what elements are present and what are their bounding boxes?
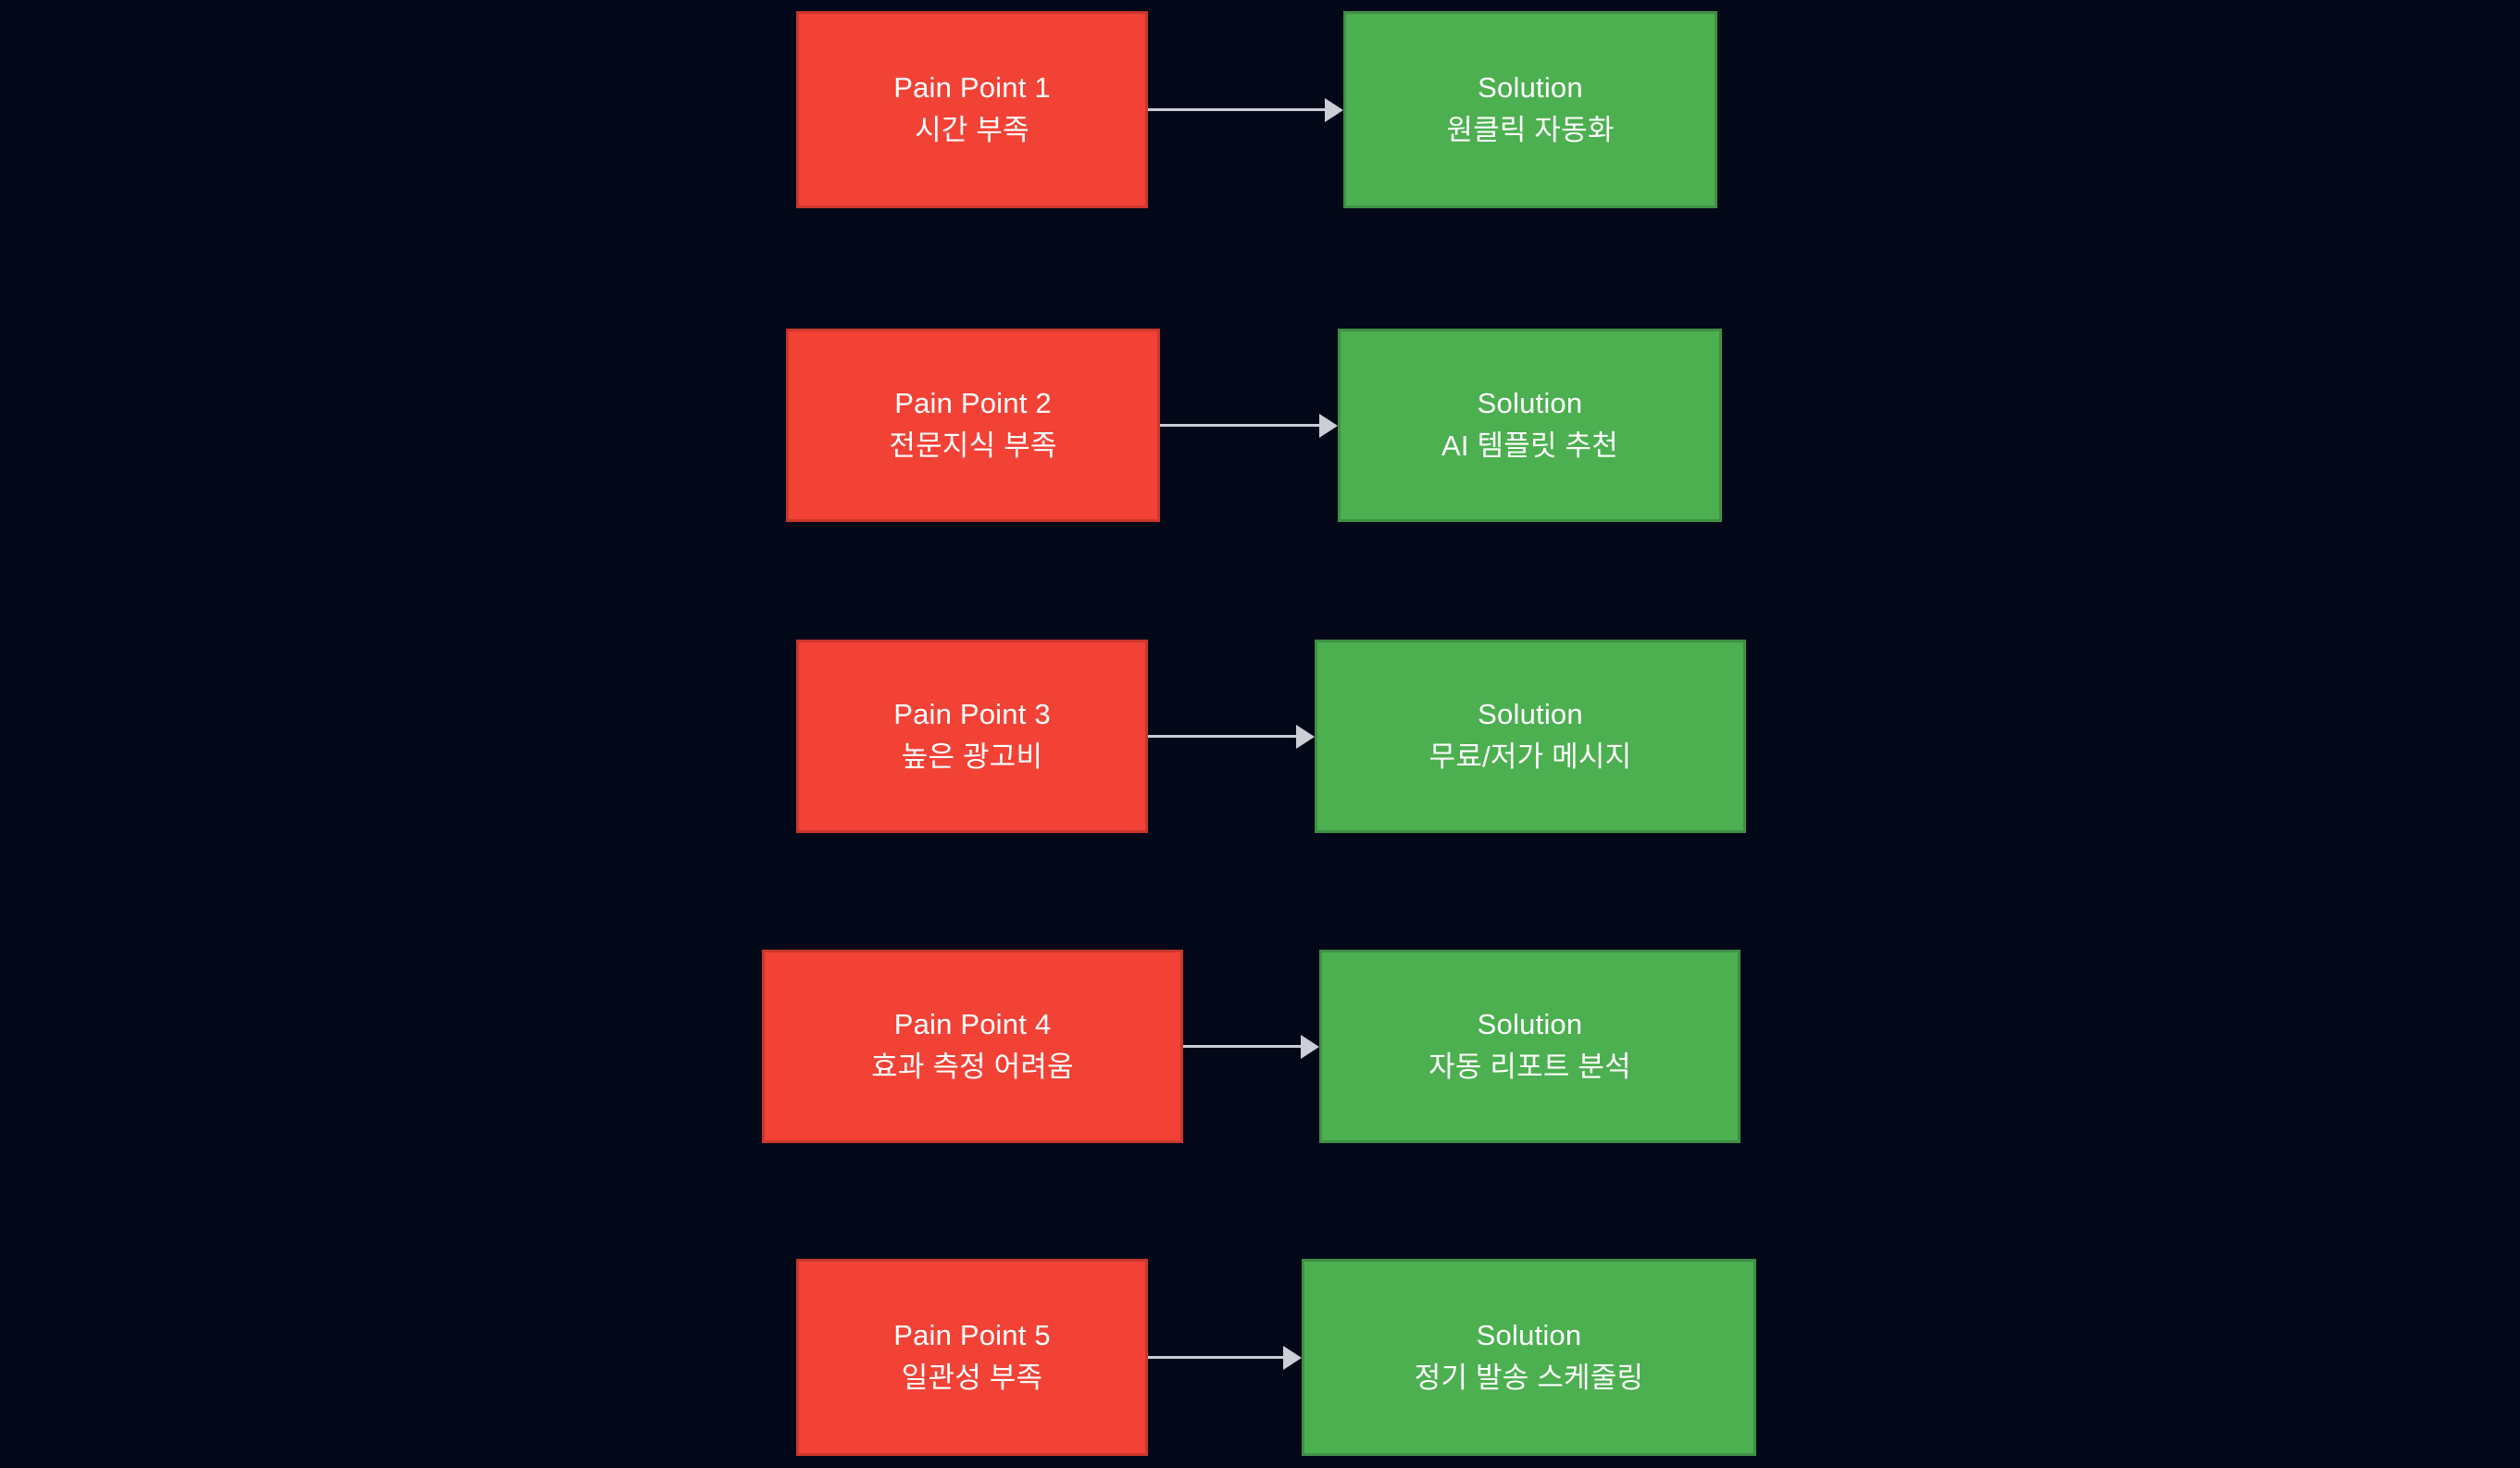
pain-point-detail: 시간 부족 bbox=[915, 114, 1029, 146]
arrow-line bbox=[1183, 1045, 1302, 1048]
pain-point-title: Pain Point 5 bbox=[893, 1319, 1051, 1352]
pain-point-detail: 효과 측정 어려움 bbox=[871, 1051, 1074, 1083]
pain-point-title: Pain Point 4 bbox=[893, 1008, 1052, 1041]
solution-title: Solution bbox=[1478, 71, 1583, 105]
flow-arrow bbox=[1183, 1028, 1319, 1065]
arrow-head-icon bbox=[1325, 97, 1343, 122]
solution-title: Solution bbox=[1477, 1008, 1583, 1041]
solution-detail: AI 템플릿 추천 bbox=[1441, 429, 1618, 462]
solution-title: Solution bbox=[1477, 387, 1583, 420]
pain-point-node[interactable]: Pain Point 2 전문지식 부족 bbox=[786, 329, 1160, 522]
solution-title: Solution bbox=[1476, 1319, 1582, 1352]
solution-title: Solution bbox=[1478, 698, 1583, 731]
pain-point-node[interactable]: Pain Point 5 일관성 부족 bbox=[796, 1259, 1148, 1456]
pain-point-detail: 높은 광고비 bbox=[901, 740, 1043, 773]
arrow-head-icon bbox=[1283, 1345, 1302, 1370]
arrow-head-icon bbox=[1296, 724, 1315, 749]
flow-arrow bbox=[1148, 1339, 1302, 1376]
solution-node[interactable]: Solution 무료/저가 메시지 bbox=[1315, 640, 1746, 833]
flow-row: Pain Point 4 효과 측정 어려움 Solution 자동 리포트 분석 bbox=[0, 950, 2520, 1143]
pain-point-detail: 전문지식 부족 bbox=[889, 429, 1057, 462]
solution-node[interactable]: Solution 정기 발송 스케줄링 bbox=[1302, 1259, 1756, 1456]
flow-row: Pain Point 1 시간 부족 Solution 원클릭 자동화 bbox=[0, 11, 2520, 208]
flow-arrow bbox=[1160, 407, 1338, 444]
flow-row: Pain Point 2 전문지식 부족 Solution AI 템플릿 추천 bbox=[0, 329, 2520, 522]
arrow-line bbox=[1148, 735, 1297, 738]
pain-point-title: Pain Point 2 bbox=[894, 387, 1052, 420]
arrow-line bbox=[1148, 1356, 1284, 1359]
pain-point-node[interactable]: Pain Point 4 효과 측정 어려움 bbox=[762, 950, 1183, 1143]
solution-node[interactable]: Solution 자동 리포트 분석 bbox=[1319, 950, 1740, 1143]
arrow-line bbox=[1160, 424, 1320, 427]
pain-point-title: Pain Point 3 bbox=[893, 698, 1051, 731]
arrow-line bbox=[1148, 108, 1326, 111]
solution-node[interactable]: Solution AI 템플릿 추천 bbox=[1338, 329, 1722, 522]
flow-row: Pain Point 5 일관성 부족 Solution 정기 발송 스케줄링 bbox=[0, 1259, 2520, 1456]
solution-detail: 무료/저가 메시지 bbox=[1428, 740, 1632, 773]
pain-point-detail: 일관성 부족 bbox=[901, 1362, 1043, 1394]
arrow-head-icon bbox=[1301, 1034, 1319, 1059]
solution-detail: 정기 발송 스케줄링 bbox=[1414, 1362, 1644, 1394]
solution-detail: 원클릭 자동화 bbox=[1446, 114, 1615, 146]
flow-row: Pain Point 3 높은 광고비 Solution 무료/저가 메시지 bbox=[0, 640, 2520, 833]
pain-point-title: Pain Point 1 bbox=[893, 71, 1051, 105]
pain-point-node[interactable]: Pain Point 1 시간 부족 bbox=[796, 11, 1148, 208]
flow-arrow bbox=[1148, 718, 1315, 755]
solution-detail: 자동 리포트 분석 bbox=[1428, 1051, 1631, 1083]
flow-arrow bbox=[1148, 92, 1343, 129]
pain-point-node[interactable]: Pain Point 3 높은 광고비 bbox=[796, 640, 1148, 833]
solution-node[interactable]: Solution 원클릭 자동화 bbox=[1343, 11, 1717, 208]
arrow-head-icon bbox=[1319, 413, 1338, 438]
